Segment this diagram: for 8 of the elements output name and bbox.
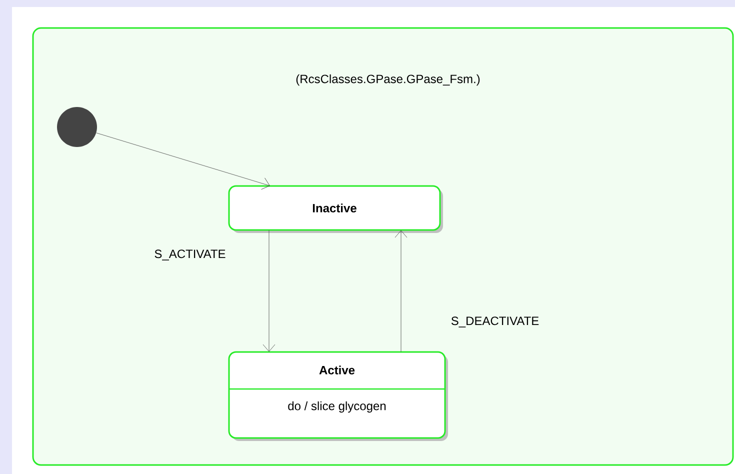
arrow [96, 132, 270, 190]
state-box: Active do / slice glycogen [228, 351, 448, 441]
initial-state [57, 107, 97, 147]
arrow [394, 230, 408, 352]
state-box: Inactive [228, 185, 443, 233]
arrow [262, 230, 276, 352]
edge-label: S_ACTIVATE [154, 250, 226, 260]
edge-label: S_DEACTIVATE [451, 316, 539, 328]
